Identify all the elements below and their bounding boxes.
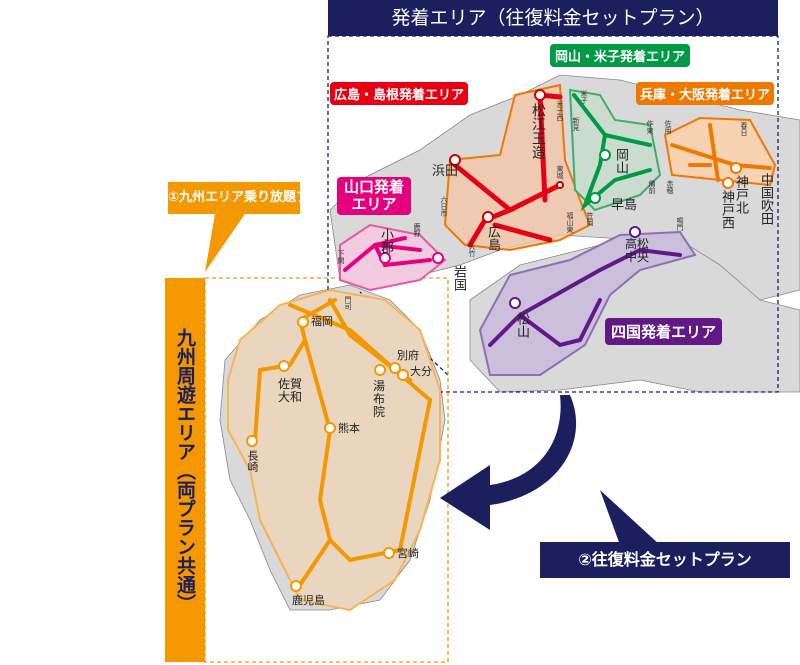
station-moji: 門司 bbox=[344, 296, 352, 310]
station-ako: 赤穂 bbox=[666, 180, 674, 194]
big-arrow-icon bbox=[440, 395, 577, 530]
station-fukuyamahigashi: 福山東 bbox=[566, 212, 574, 233]
station-okayama: 岡山 bbox=[613, 148, 628, 174]
station-matsue: 松江玉造 bbox=[530, 103, 546, 159]
hiroshima-shimane-area bbox=[443, 83, 592, 252]
station-yufuin: 湯布院 bbox=[373, 379, 386, 419]
station-shimonoseki: 下関 bbox=[337, 250, 345, 264]
header-title: 発着エリア（往復料金セットプラン） bbox=[391, 7, 715, 29]
station-dots bbox=[246, 89, 742, 592]
hyogo-osaka-area bbox=[663, 116, 777, 187]
station-kasaoka: 笠岡 bbox=[586, 212, 594, 226]
station-muikaichi: 六日市 bbox=[440, 196, 448, 217]
station-kasuga: 春日 bbox=[740, 122, 748, 136]
station-fukuoka: 福岡 bbox=[311, 315, 333, 328]
yamaguchi-label: 山口発着エリア bbox=[337, 177, 411, 215]
station-nagasaki: 長崎 bbox=[246, 450, 259, 472]
station-chugokusuita: 中国吹田 bbox=[758, 173, 773, 225]
kyushu-area-label: 九州周遊エリア（両プラン共通） bbox=[174, 327, 196, 613]
routes bbox=[253, 92, 772, 587]
shikoku-area bbox=[478, 230, 697, 376]
yamaguchi-area bbox=[339, 223, 447, 292]
station-beppu: 別府 bbox=[397, 349, 419, 362]
station-yonagonishi: 米子西 bbox=[556, 100, 564, 121]
hyogo-osaka-label: 兵庫・大阪発着エリア bbox=[636, 82, 775, 105]
okayama-yonago-label: 岡山・米子発着エリア bbox=[550, 44, 691, 67]
station-ogori: 小郡 bbox=[378, 228, 393, 254]
shikoku-label: 四国発着エリア bbox=[605, 318, 723, 345]
kyushu-pass-callout: ①九州エリア乗り放題プラン bbox=[168, 182, 335, 214]
station-tojo: 東城 bbox=[556, 165, 564, 179]
station-oita: 大分 bbox=[410, 365, 432, 378]
station-kobekita: 神戸北 bbox=[733, 175, 748, 214]
kyushu-frame bbox=[204, 277, 449, 663]
round-trip-callout: ②往復料金セットプラン bbox=[540, 542, 790, 578]
station-kagoshima: 鹿児島 bbox=[292, 594, 325, 607]
header-bar bbox=[328, 0, 778, 36]
station-bizen: 備前 bbox=[648, 180, 656, 194]
station-otake: 大竹 bbox=[468, 243, 476, 257]
station-kobenishi: 神戸西 bbox=[719, 190, 734, 229]
hiroshima-shimane-label: 広島・島根発着エリア bbox=[330, 82, 469, 105]
kyushu-area-bar bbox=[165, 278, 205, 662]
station-hayashima: 早島 bbox=[611, 198, 638, 213]
station-niimi: 新見 bbox=[572, 117, 580, 131]
station-miyazaki: 宮崎 bbox=[397, 547, 419, 560]
station-naruto: 鳴門 bbox=[676, 217, 684, 231]
station-saga: 佐賀大和 bbox=[278, 377, 303, 404]
station-hamada: 浜田 bbox=[432, 164, 459, 179]
station-sakuto: 作東 bbox=[646, 120, 654, 134]
round-trip-callout-pointer bbox=[600, 490, 660, 545]
station-takamatsu: 高松中央 bbox=[625, 237, 650, 264]
station-hiroshima: 広島 bbox=[485, 225, 500, 251]
station-kano: 鹿野 bbox=[413, 223, 421, 237]
station-yonago: 米子 bbox=[580, 90, 588, 104]
station-iwakuni: 岩国 bbox=[451, 265, 466, 291]
kyushu-callout-pointer bbox=[205, 214, 245, 272]
station-sayo: 佐用 bbox=[664, 120, 672, 134]
station-kumamoto: 熊本 bbox=[338, 422, 360, 435]
station-matsuyama: 松山 bbox=[514, 312, 529, 338]
